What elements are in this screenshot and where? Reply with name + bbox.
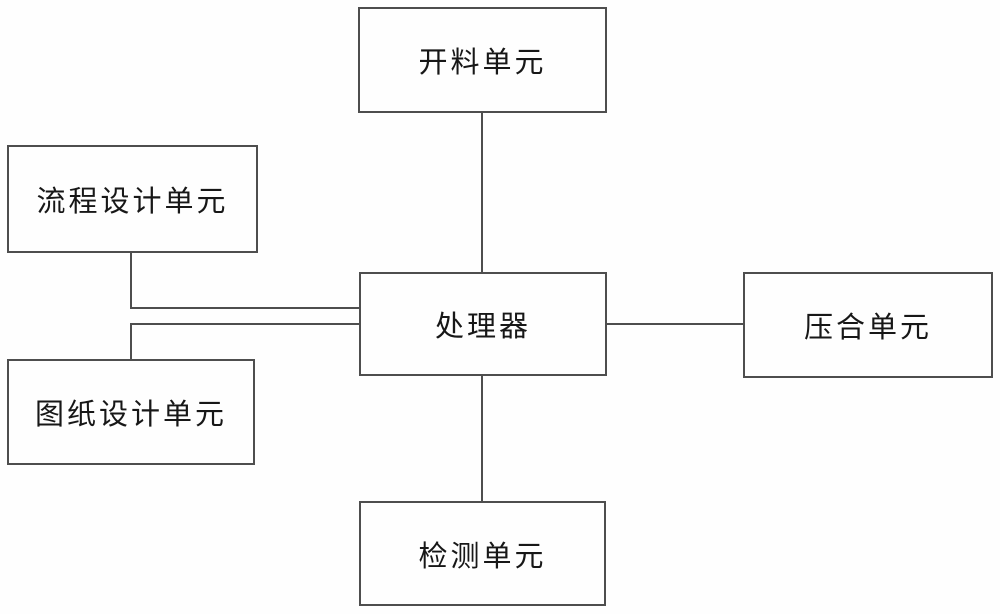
node-detection-unit-label: 检测单元 <box>418 540 547 573</box>
connector-drawing-design-horizontal <box>130 323 361 325</box>
node-cutting-unit-label: 开料单元 <box>418 47 547 79</box>
node-pressing-unit-label: 压合单元 <box>803 312 932 344</box>
node-cutting-unit: 开料单元 <box>358 7 607 113</box>
node-pressing-unit: 压合单元 <box>743 272 993 378</box>
node-detection-unit: 检测单元 <box>359 501 606 606</box>
connector-drawing-design-vertical <box>130 323 132 361</box>
node-drawing-design-unit: 图纸设计单元 <box>7 359 255 465</box>
node-processor: 处理器 <box>359 272 607 376</box>
node-process-design-unit: 流程设计单元 <box>7 145 258 253</box>
connector-processor-to-detection <box>481 374 483 503</box>
connector-process-design-vertical <box>130 253 132 309</box>
connector-processor-to-pressing <box>605 323 745 325</box>
connector-process-design-horizontal <box>130 307 361 309</box>
node-drawing-design-unit-label: 图纸设计单元 <box>34 399 227 431</box>
node-process-design-unit-label: 流程设计单元 <box>36 186 229 218</box>
node-processor-label: 处理器 <box>434 311 531 343</box>
connector-cutting-to-processor <box>481 113 483 274</box>
